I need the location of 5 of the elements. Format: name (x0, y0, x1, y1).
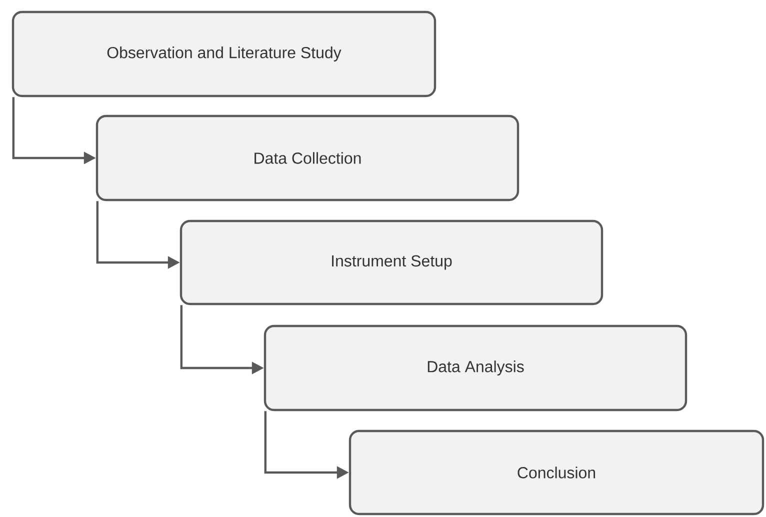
process-box: Data Analysis (264, 324, 688, 412)
process-box: Observation and Literature Study (12, 10, 436, 98)
process-box: Conclusion (348, 430, 764, 516)
process-box: Data Collection (96, 114, 520, 202)
process-box: Instrument Setup (180, 220, 604, 306)
